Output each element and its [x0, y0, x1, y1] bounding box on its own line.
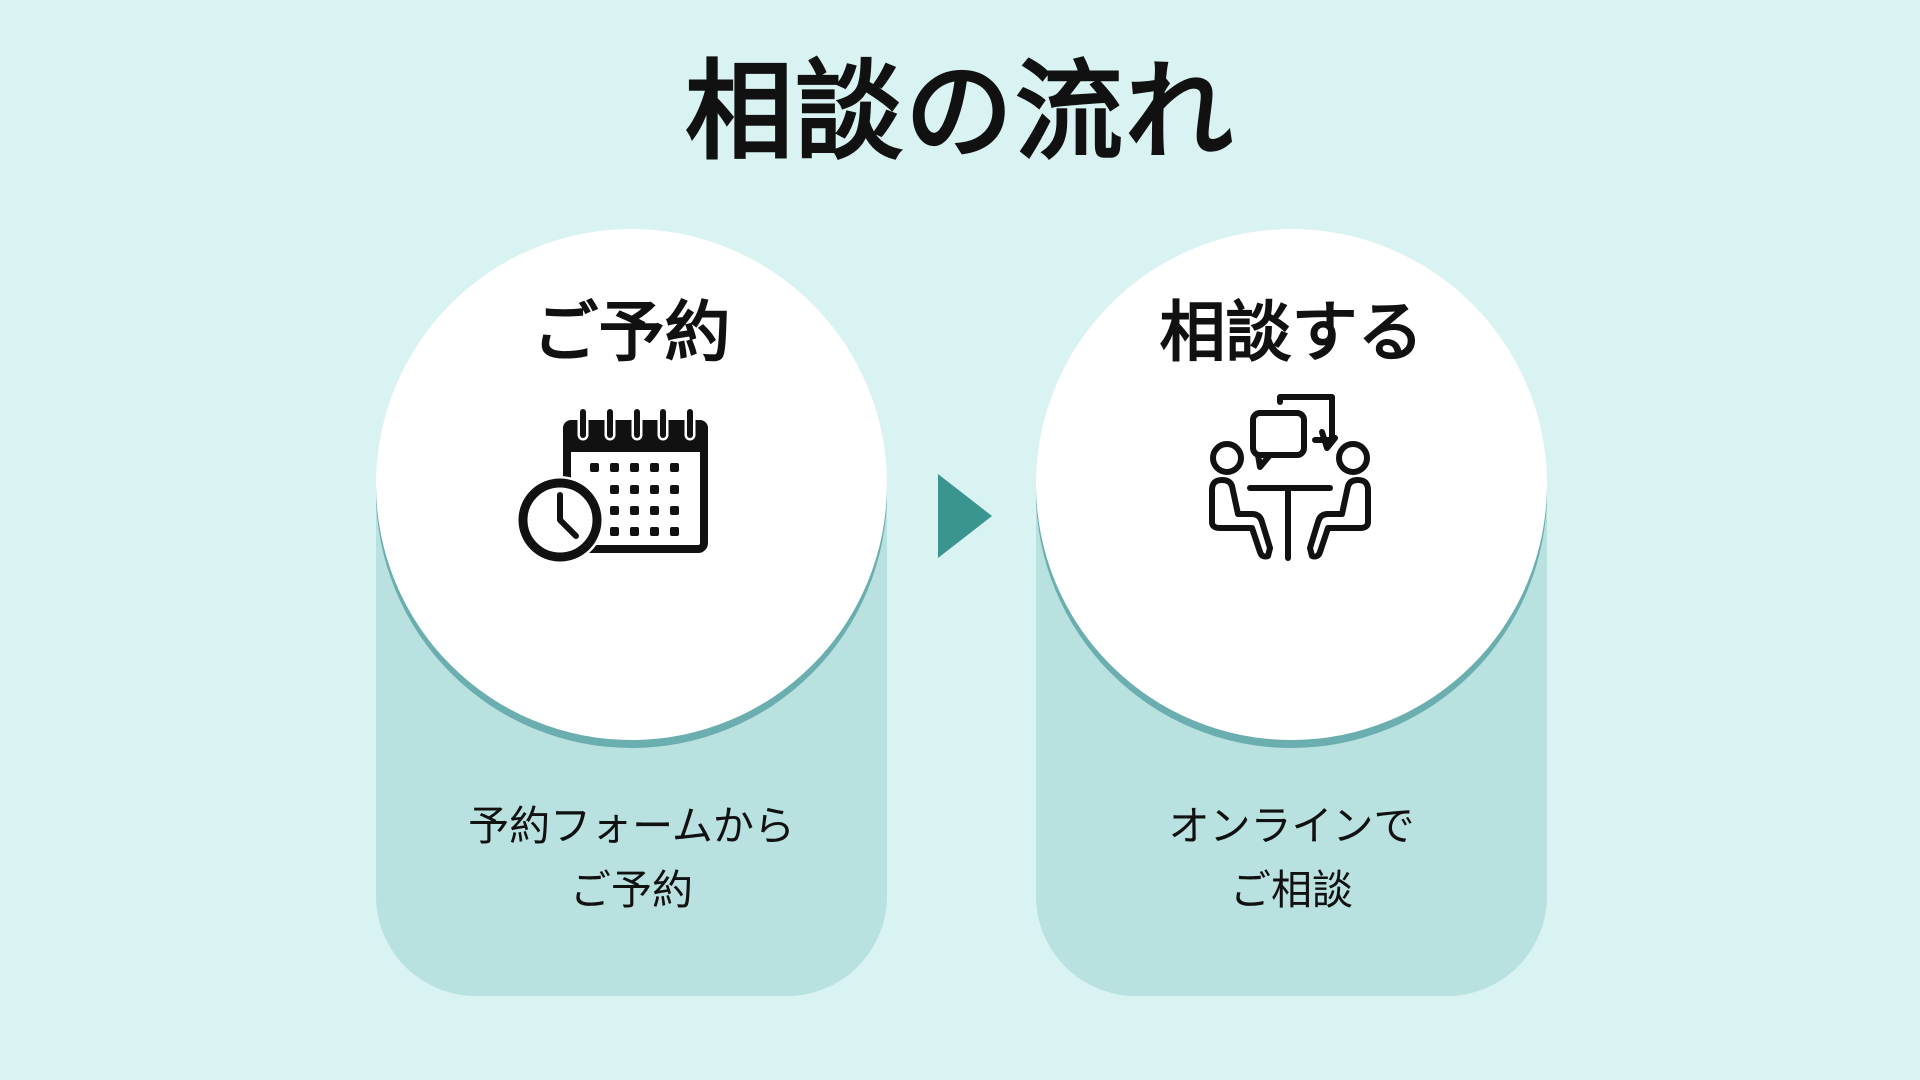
- meeting-icon: [1209, 394, 1371, 561]
- step-circle: [376, 229, 887, 740]
- step-card-consultation: 相談する オンラインで ご相談: [1036, 229, 1547, 996]
- next-step-arrow-icon: [938, 474, 992, 558]
- step-circle: [1036, 229, 1547, 740]
- step-card-reservation: ご予約 予約フォームから ご予約: [376, 229, 887, 996]
- page-title: 相談の流れ: [684, 50, 1235, 175]
- calendar-clock-icon: [516, 406, 708, 564]
- step-description: 予約フォームから ご予約: [376, 794, 887, 922]
- step-label: ご予約: [532, 294, 731, 371]
- desc-line: 予約フォームから: [468, 802, 795, 850]
- step-description: オンラインで ご相談: [1036, 794, 1547, 922]
- desc-line: ご予約: [570, 866, 693, 914]
- desc-line: ご相談: [1230, 866, 1353, 914]
- desc-line: オンラインで: [1168, 802, 1415, 850]
- step-label: 相談する: [1159, 294, 1424, 371]
